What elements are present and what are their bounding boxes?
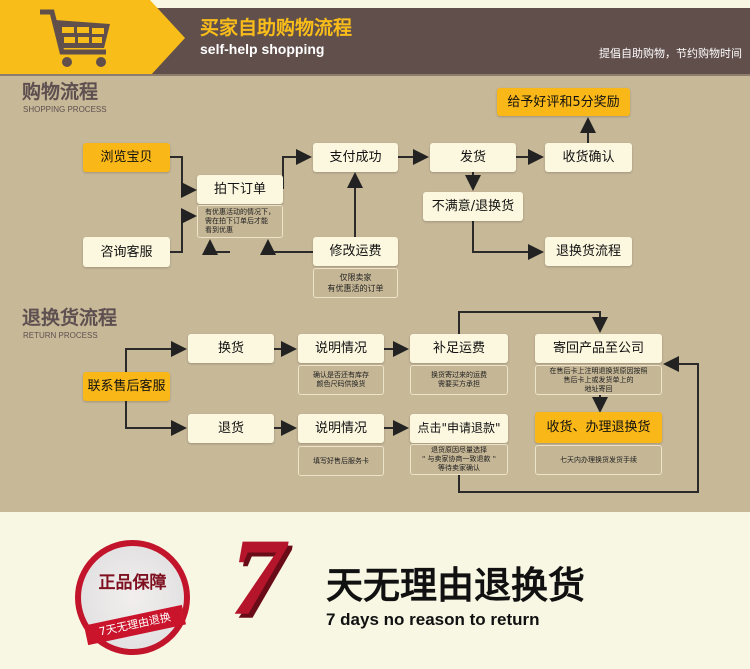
- step-unsatisfied: 不满意/退换货: [423, 192, 523, 221]
- step-consult: 咨询客服: [83, 237, 170, 267]
- seven-graphic: 7: [230, 516, 285, 638]
- step-explain-refund: 说明情况: [298, 414, 384, 443]
- note-explain-refund: 填写好售后服务卡: [298, 446, 384, 476]
- step-paid: 支付成功: [313, 143, 398, 172]
- shopping-section-title: 购物流程: [22, 81, 99, 103]
- note-receive-process: 七天内办理换货发货手续: [535, 445, 662, 475]
- step-apply-refund: 点击"申请退款": [410, 414, 508, 443]
- return-section-title: 退换货流程: [22, 307, 118, 329]
- shopping-cart-icon: [40, 9, 110, 67]
- step-modify-freight: 修改运费: [313, 237, 398, 266]
- step-send-back: 寄回产品至公司: [535, 334, 662, 363]
- step-browse: 浏览宝贝: [83, 143, 170, 172]
- note-modify-freight: 仅限卖家 有优惠活的订单: [313, 268, 398, 298]
- step-confirm-receipt: 收货确认: [545, 143, 632, 172]
- return-section-subtitle: RETURN PROCESS: [23, 331, 98, 340]
- cart-banner: [0, 0, 185, 76]
- top-strip: [0, 0, 750, 8]
- step-contact-service: 联系售后客服: [83, 372, 170, 401]
- note-place-order: 有优惠活动的情况下， 需在拍下订单后才能 看到优惠: [197, 205, 283, 238]
- note-explain-exchange: 确认是否还有库存 颜色尺码供换货: [298, 365, 384, 395]
- promo-headline: 天无理由退换货: [326, 564, 585, 607]
- header-slogan: 提倡自助购物，节约购物时间: [599, 47, 742, 60]
- step-explain-exchange: 说明情况: [298, 334, 384, 363]
- promo-headline-en: 7 days no reason to return: [326, 610, 540, 629]
- step-exchange: 换货: [188, 334, 274, 363]
- shopping-section-subtitle: SHOPPING PROCESS: [23, 105, 107, 114]
- note-pay-freight: 换货寄过来的运费 需要买方承担: [410, 365, 508, 395]
- note-apply-refund: 退货原因尽量选择 " 与卖家协商一致退款 " 等待卖家确认: [410, 444, 508, 475]
- step-return-flow: 退换货流程: [545, 237, 632, 266]
- note-send-back: 在售后卡上注明退换货原因按照 售后卡上或发货单上的 地址寄回: [535, 365, 662, 395]
- step-ship: 发货: [430, 143, 516, 172]
- step-review-reward: 给予好评和5分奖励: [497, 88, 630, 116]
- step-place-order: 拍下订单: [197, 175, 283, 204]
- step-pay-freight: 补足运费: [410, 334, 508, 363]
- step-refund: 退货: [188, 414, 274, 443]
- header-subtitle: self-help shopping: [200, 41, 325, 57]
- header-title: 买家自助购物流程: [200, 17, 353, 39]
- step-receive-process: 收货、办理退换货: [535, 412, 662, 443]
- badge-text: 正品保障: [98, 573, 167, 593]
